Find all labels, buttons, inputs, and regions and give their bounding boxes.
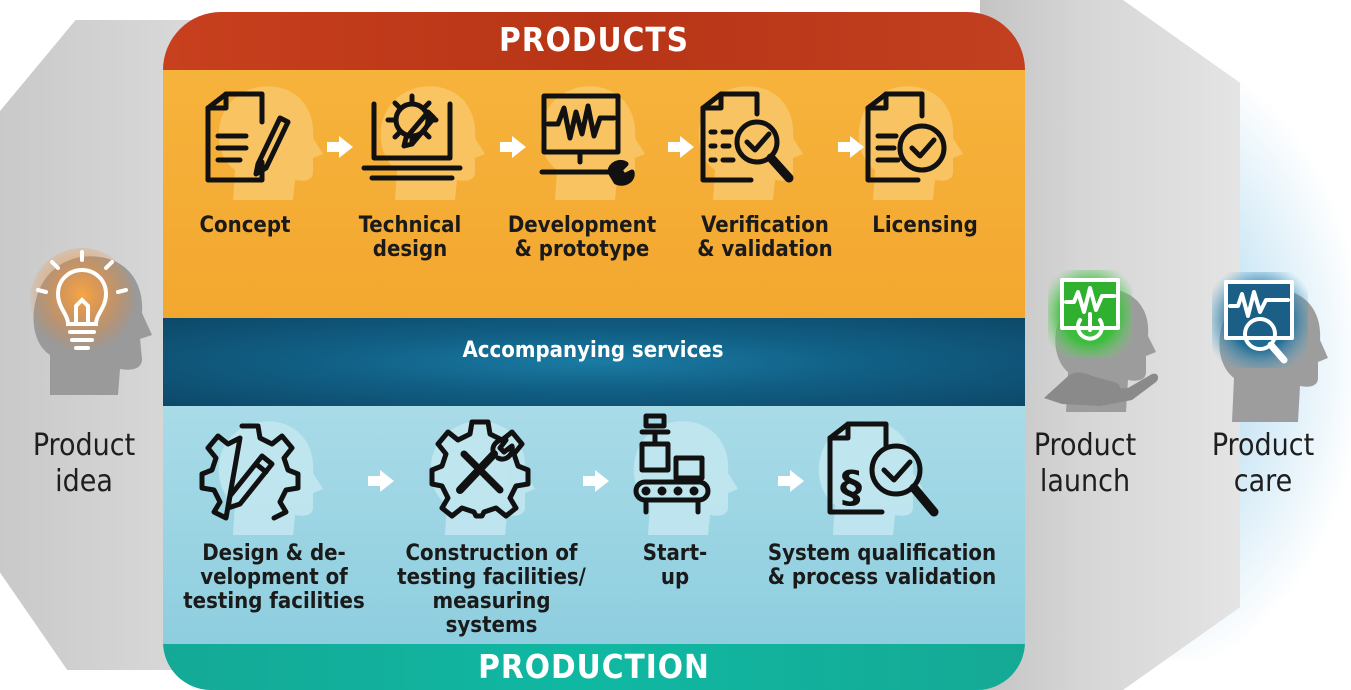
gear-pencil-icon <box>199 423 301 521</box>
hand-power-monitor-icon <box>1044 270 1159 406</box>
step-qualification-label: System qualification & process validatio… <box>767 541 997 590</box>
product-launch-label: Product launch <box>1033 428 1137 499</box>
step-design-development-label: Design & de- velopment of testing facili… <box>183 541 365 614</box>
services-band <box>163 318 1025 406</box>
production-title: PRODUCTION <box>478 647 710 686</box>
products-title: PRODUCTS <box>498 20 690 59</box>
arrow-right-icon <box>500 136 526 158</box>
arrow-right-icon <box>368 470 394 492</box>
gear-tools-icon <box>429 419 531 519</box>
conveyor-icon <box>633 413 711 515</box>
arrow-right-icon <box>668 136 694 158</box>
step-development-prototype-label: Development & prototype <box>507 213 657 262</box>
lightbulb-icon <box>30 248 134 352</box>
step-verification-validation-label: Verification & validation <box>697 213 833 262</box>
step-licensing-label: Licensing <box>872 213 978 238</box>
step-startup-label: Start- up <box>642 541 708 590</box>
svg-text:§: § <box>840 462 862 513</box>
production-header-band <box>163 644 1025 690</box>
arrow-right-icon <box>327 136 353 158</box>
product-idea-label: Product idea <box>32 428 136 499</box>
paragraph-magnifier-check-icon: § <box>827 421 939 517</box>
arrow-right-icon <box>778 470 804 492</box>
arrow-right-icon <box>583 470 609 492</box>
monitor-magnifier-icon <box>1212 272 1308 368</box>
monitor-signal-wrench-icon <box>539 93 635 186</box>
checklist-magnifier-icon <box>700 91 794 183</box>
document-check-icon <box>865 91 947 183</box>
step-construction-label: Construction of testing facilities/ meas… <box>397 541 586 638</box>
step-technical-design-label: Technical design <box>358 213 462 262</box>
products-header-band <box>163 12 1025 70</box>
laptop-gear-pencil-icon <box>361 93 463 181</box>
document-pencil-icon <box>205 91 291 183</box>
step-concept-label: Concept <box>199 213 291 238</box>
accompanying-services-label: Accompanying services <box>462 338 724 363</box>
product-care-label: Product care <box>1211 428 1315 499</box>
arrow-right-icon <box>838 136 864 158</box>
